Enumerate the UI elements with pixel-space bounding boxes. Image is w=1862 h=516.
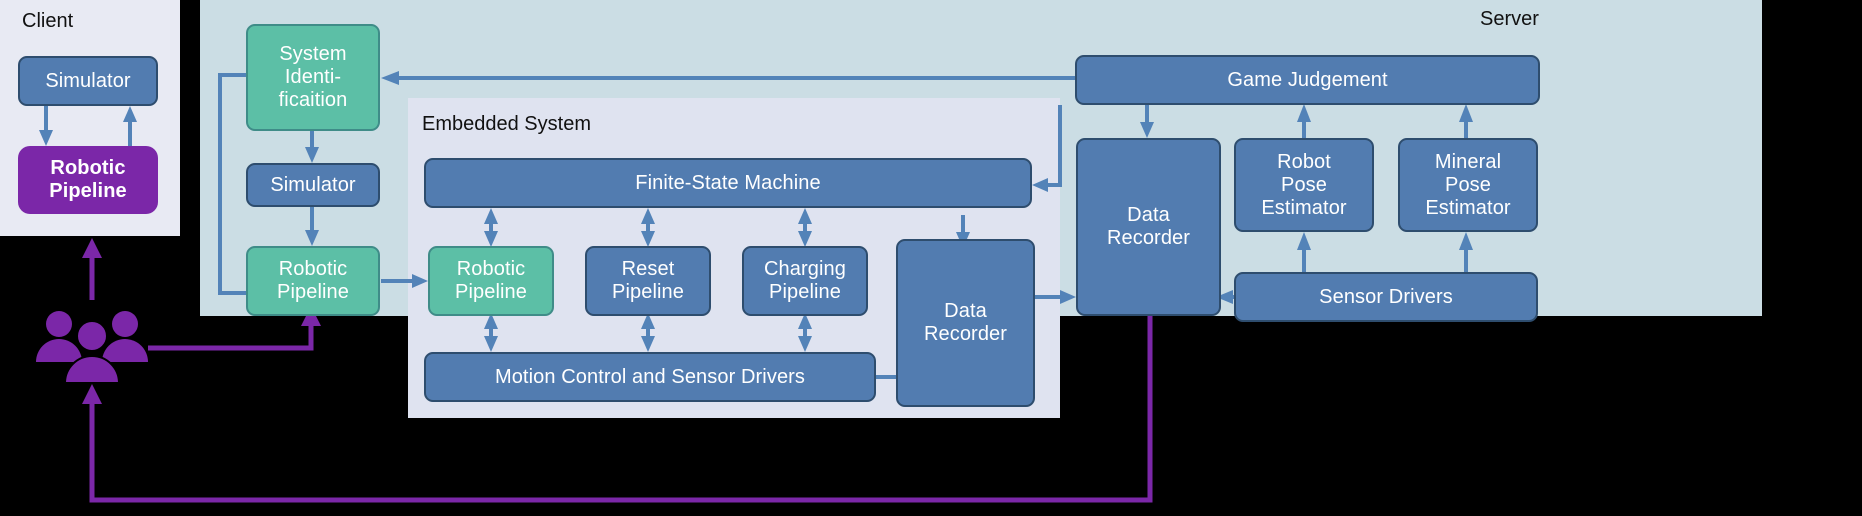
users-group-icon <box>36 311 148 384</box>
node-client-robotic-pipeline[interactable]: Robotic Pipeline <box>18 146 158 214</box>
node-embedded-robotic-pipeline[interactable]: Robotic Pipeline <box>428 246 554 316</box>
node-reset-pipeline[interactable]: Reset Pipeline <box>585 246 711 316</box>
node-server-robotic-pipeline[interactable]: Robotic Pipeline <box>246 246 380 316</box>
node-charging-pipeline[interactable]: Charging Pipeline <box>742 246 868 316</box>
node-motion-control-and-sensor-drivers[interactable]: Motion Control and Sensor Drivers <box>424 352 876 402</box>
server-panel-label: Server <box>1480 8 1539 30</box>
node-sensor-drivers[interactable]: Sensor Drivers <box>1234 272 1538 322</box>
node-system-identification[interactable]: System Identi- ficaition <box>246 24 380 131</box>
node-server-simulator[interactable]: Simulator <box>246 163 380 207</box>
node-embedded-data-recorder[interactable]: Data Recorder <box>896 239 1035 407</box>
embedded-system-panel-label: Embedded System <box>422 113 591 135</box>
node-game-judgement[interactable]: Game Judgement <box>1075 55 1540 105</box>
client-panel-label: Client <box>22 10 74 32</box>
node-robot-pose-estimator[interactable]: Robot Pose Estimator <box>1234 138 1374 232</box>
node-mineral-pose-estimator[interactable]: Mineral Pose Estimator <box>1398 138 1538 232</box>
node-client-simulator[interactable]: Simulator <box>18 56 158 106</box>
node-finite-state-machine[interactable]: Finite-State Machine <box>424 158 1032 208</box>
node-server-data-recorder[interactable]: Data Recorder <box>1076 138 1221 316</box>
